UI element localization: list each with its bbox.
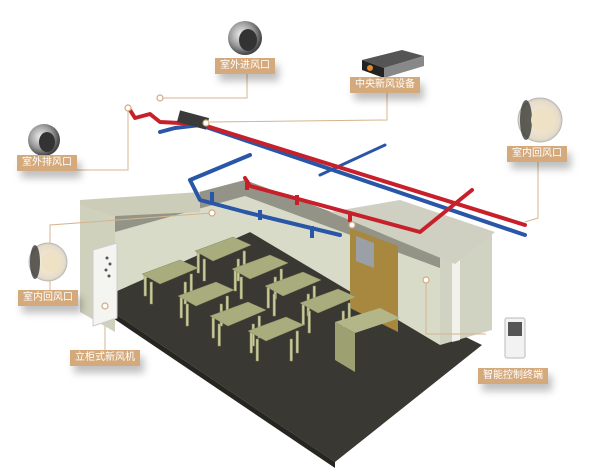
right-wall-edge: [452, 248, 460, 342]
back-wall: [115, 180, 440, 345]
desk: [177, 281, 235, 307]
desk-leg: [249, 330, 253, 354]
desk: [264, 271, 322, 297]
teacher-desk-side: [335, 322, 355, 372]
indoor-return-vent-left-icon: [28, 242, 68, 282]
return-cross: [318, 143, 387, 177]
desk-leg: [289, 338, 293, 362]
desk-leg: [185, 303, 189, 327]
cabinet-fresh-air-unit: [92, 242, 118, 327]
desk-leg: [179, 295, 183, 319]
desk-leg: [149, 281, 153, 305]
label-smart-terminal: 智能控制终端: [478, 368, 548, 384]
desk-leg: [295, 330, 299, 354]
label-outdoor-intake: 室外进风口: [215, 58, 275, 74]
floor-front-edge: [95, 300, 335, 468]
outdoor-exhaust-vent-icon: [28, 124, 60, 156]
desk: [231, 254, 289, 280]
desk: [194, 236, 252, 262]
smart-control-terminal-icon: [504, 317, 526, 359]
desk-leg: [143, 273, 147, 297]
desk-leg: [266, 285, 270, 309]
desk-leg: [239, 276, 243, 300]
label-central-unit: 中央新风设备: [350, 77, 420, 93]
desk-leg: [301, 302, 305, 326]
label-outdoor-exhaust: 室外排风口: [17, 155, 77, 171]
label-indoor-return-right: 室内回风口: [507, 146, 567, 162]
desk-leg: [202, 258, 206, 282]
central-fresh-air-unit-icon: [362, 50, 424, 78]
return-branch: [188, 153, 342, 237]
desk: [299, 288, 357, 314]
left-wall-top: [80, 192, 200, 216]
central-unit-in-ceiling: [176, 110, 210, 130]
desk-leg: [196, 250, 200, 274]
indoor-return-vent-right-icon: [517, 97, 563, 143]
label-cabinet-unit: 立柜式新风机: [70, 350, 140, 366]
teacher-desk: [335, 308, 400, 333]
door-window: [356, 236, 374, 268]
desk: [247, 316, 305, 342]
desk: [141, 259, 199, 285]
outdoor-intake-vent-icon: [228, 21, 262, 55]
desk-leg: [233, 268, 237, 292]
desk-leg: [255, 338, 259, 362]
supply-pipe: [128, 108, 527, 227]
return-pipe: [158, 123, 527, 237]
label-indoor-return-left: 室内回风口: [18, 290, 78, 306]
desk-leg: [217, 323, 221, 347]
desk: [209, 301, 267, 327]
desk-leg: [211, 315, 215, 339]
desk-leg: [272, 293, 276, 317]
desk-leg: [307, 310, 311, 334]
